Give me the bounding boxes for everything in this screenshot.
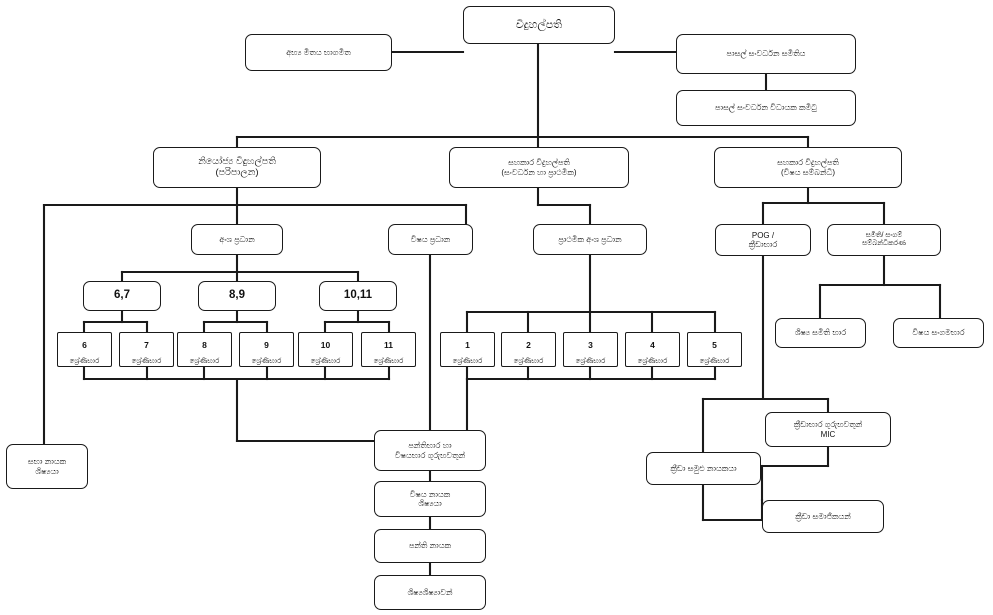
node-grade-charge-3-label: ශ්‍රේණිභාර <box>575 358 606 366</box>
node-deputy-principal-administration[interactable]: නියෝජ්‍ය විදුහල්පති (පරිපාලන) <box>153 147 321 188</box>
node-deputy-principal-administration-label: නියෝජ්‍ය විදුහල්පති (පරිපාලන) <box>198 155 276 178</box>
node-internal-audit-label: අභ්‍ය මිතය භාගමිත <box>286 47 351 57</box>
node-grade-charge-11-label: ශ්‍රේණිභාර <box>373 358 404 366</box>
node-grade-group-8-9[interactable]: 8,9 <box>198 281 276 311</box>
node-internal-audit[interactable]: අභ්‍ය මිතය භාගමිත <box>245 34 392 71</box>
node-subject-leader-student[interactable]: විෂය නායක ශිෂ්‍යයා <box>374 481 486 517</box>
node-grade-charge-8[interactable]: 8 ශ්‍රේණිභාර <box>177 332 232 367</box>
node-section-head-label: අංශ ප්‍රධාන <box>219 234 255 244</box>
node-grade-charge-10-label: ශ්‍රේණිභාර <box>310 358 341 366</box>
node-grade-charge-7-number: 7 <box>144 339 149 350</box>
node-grade-charge-4-number: 4 <box>650 339 655 350</box>
node-grade-charge-2-number: 2 <box>526 339 531 350</box>
node-grade-charge-4-label: ශ්‍රේණිභාර <box>637 358 668 366</box>
node-grade-group-6-7[interactable]: 6,7 <box>83 281 161 311</box>
node-grade-charge-10-number: 10 <box>320 339 331 350</box>
node-grade-charge-6-number: 6 <box>82 339 87 350</box>
node-grade-charge-9-number: 9 <box>264 339 269 350</box>
node-grade-charge-6[interactable]: 6 ශ්‍රේණිභාර <box>57 332 112 367</box>
node-principal[interactable]: විදුහල්පති <box>463 6 615 44</box>
node-grade-charge-9[interactable]: 9 ශ්‍රේණිභාර <box>239 332 294 367</box>
node-sports-teacher-mic[interactable]: ක්‍රීඩාභාර ගුරුභවතුන් MIC <box>765 412 891 447</box>
node-grade-charge-9-label: ශ්‍රේණිභාර <box>251 358 282 366</box>
node-grade-charge-7[interactable]: 7 ශ්‍රේණිභාර <box>119 332 174 367</box>
node-class-subject-teachers-label: පන්තිභාර හා විෂයභාර ගුරුභවතුන් <box>394 441 466 460</box>
node-sports-members-label: ක්‍රීඩා සමාජිකයන් <box>795 511 851 521</box>
node-principal-label: විදුහල්පති <box>515 18 563 31</box>
node-head-prefect[interactable]: සභා නායක ශිෂ්‍යයා <box>6 444 88 489</box>
node-sports-club-leader[interactable]: ක්‍රීඩා සමුළු නායකයා <box>646 452 761 485</box>
node-grade-charge-1[interactable]: 1 ශ්‍රේණිභාර <box>440 332 495 367</box>
node-grade-charge-5[interactable]: 5 ශ්‍රේණිභාර <box>687 332 742 367</box>
node-subject-head-label: විෂය ප්‍රධාන <box>410 234 451 244</box>
node-grade-charge-10[interactable]: 10 ශ්‍රේණිභාර <box>298 332 353 367</box>
node-grade-charge-5-label: ශ්‍රේණිභාර <box>699 358 730 366</box>
node-societies-coordination-label: සමිති/ සංගම් සම්බන්ධීකරණ <box>862 231 906 247</box>
node-pog-sports-charge-label: POG / ක්‍රීඩාභාර <box>748 230 778 249</box>
node-head-prefect-label: සභා නායක ශිෂ්‍යයා <box>27 457 67 476</box>
node-pog-sports-charge[interactable]: POG / ක්‍රීඩාභාර <box>715 224 811 256</box>
node-primary-section-head[interactable]: ප්‍රාථමික අංශ ප්‍රධාන <box>533 224 647 255</box>
node-students-label: ශිෂ්‍යශිෂ්‍යාවන් <box>407 587 453 597</box>
node-assistant-principal-development-primary-label: සහකාර විදුහල්පති (සංවර්ධන හා ප්‍රාථමික) <box>501 158 577 177</box>
node-class-leader[interactable]: පන්ති නායක <box>374 529 486 563</box>
node-school-development-executive-committee[interactable]: පාසල් සංවර්ධන විධායක කමිටු <box>676 90 856 126</box>
node-grade-group-6-7-label: 6,7 <box>114 289 130 302</box>
node-primary-section-head-label: ප්‍රාථමික අංශ ප්‍රධාන <box>558 234 622 244</box>
node-school-development-society-label: පාසල් සංවර්ධන සමිතිය <box>726 49 806 59</box>
node-grade-charge-3-number: 3 <box>588 339 593 350</box>
node-grade-charge-8-label: ශ්‍රේණිභාර <box>189 358 220 366</box>
node-section-head[interactable]: අංශ ප්‍රධාන <box>191 224 283 255</box>
node-grade-charge-3[interactable]: 3 ශ්‍රේණිභාර <box>563 332 618 367</box>
node-grade-charge-7-label: ශ්‍රේණිභාර <box>131 358 162 366</box>
node-grade-charge-4[interactable]: 4 ශ්‍රේණිභාර <box>625 332 680 367</box>
node-grade-group-8-9-label: 8,9 <box>229 289 245 302</box>
node-assistant-principal-development-primary[interactable]: සහකාර විදුහල්පති (සංවර්ධන හා ප්‍රාථමික) <box>449 147 629 188</box>
node-grade-charge-1-number: 1 <box>465 339 470 350</box>
node-students[interactable]: ශිෂ්‍යශිෂ්‍යාවන් <box>374 575 486 610</box>
node-assistant-principal-subject[interactable]: සහකාර විදුහල්පති (විෂය සම්බන්ධී) <box>714 147 902 188</box>
node-subject-association-charge-label: විෂය සංගමභාර <box>912 328 965 338</box>
node-grade-group-10-11-label: 10,11 <box>343 289 373 302</box>
node-sports-members[interactable]: ක්‍රීඩා සමාජිකයන් <box>762 500 884 533</box>
node-subject-association-charge[interactable]: විෂය සංගමභාර <box>893 318 984 348</box>
node-grade-charge-1-label: ශ්‍රේණිභාර <box>452 358 483 366</box>
node-subject-leader-student-label: විෂය නායක ශිෂ්‍යයා <box>409 489 451 508</box>
node-student-society-charge-label: ශිෂ්‍ය සමිති භාර <box>794 328 847 338</box>
node-school-development-society[interactable]: පාසල් සංවර්ධන සමිතිය <box>676 34 856 74</box>
node-grade-group-10-11[interactable]: 10,11 <box>319 281 397 311</box>
node-sports-club-leader-label: ක්‍රීඩා සමුළු නායකයා <box>670 463 737 473</box>
node-societies-coordination[interactable]: සමිති/ සංගම් සම්බන්ධීකරණ <box>827 224 941 256</box>
node-grade-charge-2[interactable]: 2 ශ්‍රේණිභාර <box>501 332 556 367</box>
node-grade-charge-11-number: 11 <box>384 339 393 350</box>
node-grade-charge-2-label: ශ්‍රේණිභාර <box>513 358 544 366</box>
node-class-leader-label: පන්ති නායක <box>408 541 451 551</box>
node-student-society-charge[interactable]: ශිෂ්‍ය සමිති භාර <box>775 318 866 348</box>
node-assistant-principal-subject-label: සහකාර විදුහල්පති (විෂය සම්බන්ධී) <box>777 158 839 177</box>
node-grade-charge-5-number: 5 <box>712 339 717 350</box>
node-class-subject-teachers[interactable]: පන්තිභාර හා විෂයභාර ගුරුභවතුන් <box>374 430 486 471</box>
node-subject-head[interactable]: විෂය ප්‍රධාන <box>388 224 473 255</box>
node-grade-charge-6-label: ශ්‍රේණිභාර <box>69 358 100 366</box>
node-school-development-executive-committee-label: පාසල් සංවර්ධන විධායක කමිටු <box>715 103 817 113</box>
node-grade-charge-11[interactable]: 11 ශ්‍රේණිභාර <box>361 332 416 367</box>
node-grade-charge-8-number: 8 <box>202 339 207 350</box>
node-sports-teacher-mic-label: ක්‍රීඩාභාර ගුරුභවතුන් MIC <box>793 420 863 439</box>
